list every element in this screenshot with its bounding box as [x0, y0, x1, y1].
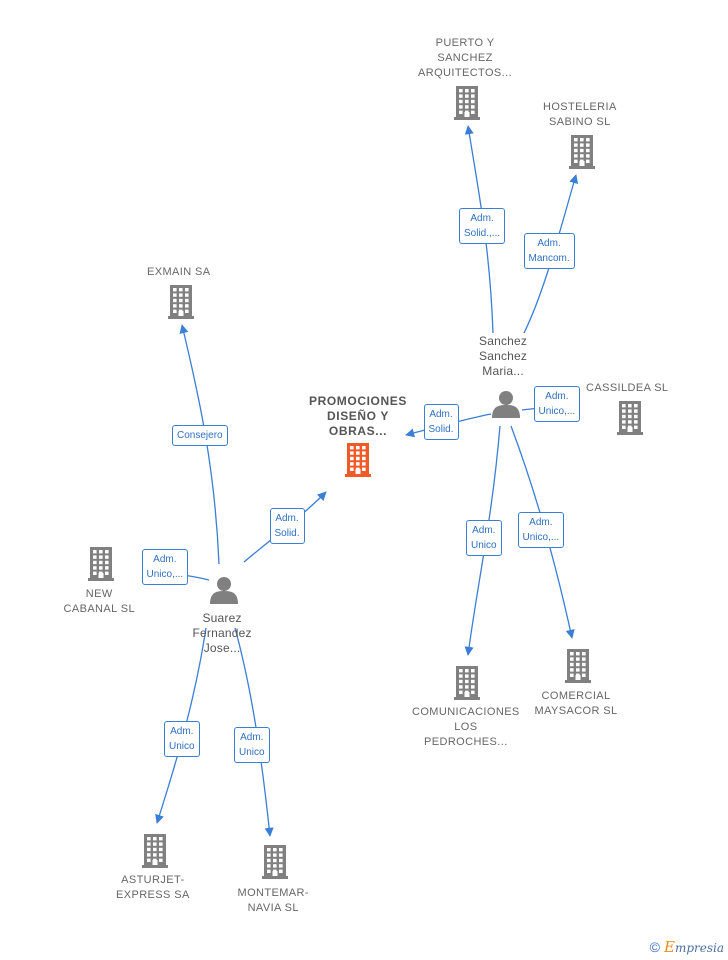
edge-label-line: Unico: [239, 747, 265, 758]
node-label-line: ARQUITECTOS...: [418, 67, 513, 79]
edge-label-sanchez-comunicaciones[interactable]: Adm. Unico: [466, 520, 502, 556]
building-icon[interactable]: [345, 443, 371, 477]
building-icon[interactable]: [454, 666, 480, 700]
person-icon[interactable]: [492, 391, 520, 418]
edge-label-line: Solid.: [274, 528, 300, 539]
edge-label-line: Adm.: [429, 409, 453, 420]
copyright-icon: ©: [649, 939, 660, 955]
edge-label-line: Unico,...: [522, 532, 560, 543]
edge-label-line: Consejero: [177, 429, 223, 441]
node-label-line: EXMAIN SA: [147, 266, 211, 278]
node-label-line: Maria...: [482, 364, 524, 378]
edge-label-line: Adm.: [275, 513, 299, 524]
edge-label-sanchez-puerto[interactable]: Adm. Solid.,...: [459, 208, 506, 244]
node-label-line: HOSTELERIA: [543, 101, 617, 113]
building-icon[interactable]: [565, 649, 591, 683]
edge-label-line: Solid.,...: [464, 228, 501, 239]
node-label-hosteleria[interactable]: HOSTELERIA SABINO SL: [543, 100, 617, 130]
edge-label-line: Adm.: [170, 726, 194, 737]
edge-label-suarez-newcabanal[interactable]: Adm. Unico,...: [141, 549, 189, 585]
edge-label-line: Adm.: [240, 732, 264, 743]
node-label-line: COMERCIAL: [541, 690, 611, 702]
edge-label-suarez-exmain[interactable]: Consejero: [172, 424, 228, 446]
edge-label-sanchez-promociones[interactable]: Adm. Solid.: [423, 404, 459, 440]
edge-label-line: Adm.: [537, 238, 561, 249]
edge-label-line: Unico,...: [146, 569, 184, 580]
node-label-line: COMUNICACIONES: [412, 706, 520, 718]
node-label-comercial[interactable]: COMERCIAL MAYSACOR SL: [535, 689, 618, 719]
edge-label-line: Adm.: [153, 554, 177, 565]
node-label-line: OBRAS...: [328, 424, 388, 438]
brand-footer: ©Empresia: [650, 938, 724, 956]
node-label-line: SANCHEZ: [437, 52, 493, 64]
node-label-cassildea[interactable]: CASSILDEA SL: [586, 381, 668, 396]
edge-label-line: Adm.: [470, 213, 494, 224]
node-label-comunicaciones[interactable]: COMUNICACIONES LOS PEDROCHES...: [412, 705, 520, 750]
edge-label-line: Adm.: [472, 525, 496, 536]
building-icon[interactable]: [569, 135, 595, 169]
node-label-asturjet[interactable]: ASTURJET- EXPRESS SA: [116, 873, 190, 903]
node-label-newcabanal[interactable]: NEW CABANAL SL: [64, 587, 135, 617]
node-label-line: CABANAL SL: [63, 603, 135, 615]
node-label-line: PROMOCIONES: [309, 394, 407, 408]
brand-logo[interactable]: Empresia: [663, 938, 724, 956]
node-label-puerto[interactable]: PUERTO Y SANCHEZ ARQUITECTOS...: [418, 36, 512, 81]
edge-label-line: Adm.: [545, 391, 569, 402]
node-label-line: SABINO SL: [549, 116, 611, 128]
node-label-line: EXPRESS SA: [116, 889, 190, 901]
node-label-line: PEDROCHES...: [424, 736, 508, 748]
edge-label-sanchez-hosteleria[interactable]: Adm. Mancom.: [523, 233, 575, 269]
edge-label-suarez-promociones[interactable]: Adm. Solid.: [269, 508, 305, 544]
node-label-line: NEW: [85, 588, 113, 600]
edge-suarez-montemar: [234, 627, 274, 837]
node-label-montemar[interactable]: MONTEMAR- NAVIA SL: [238, 886, 309, 916]
node-label-line: PUERTO Y: [435, 37, 495, 49]
building-icon[interactable]: [88, 547, 114, 581]
edge-label-sanchez-cassildea[interactable]: Adm. Unico,...: [533, 386, 581, 422]
building-icon[interactable]: [262, 845, 288, 879]
node-label-exmain[interactable]: EXMAIN SA: [147, 265, 211, 280]
edge-label-line: Unico,...: [538, 406, 576, 417]
node-label-line: DISEÑO Y: [327, 409, 389, 423]
edge-label-line: Unico: [471, 540, 497, 551]
edge-label-suarez-asturjet[interactable]: Adm. Unico: [164, 721, 200, 757]
building-icon[interactable]: [454, 86, 480, 120]
edge-label-sanchez-comercial[interactable]: Adm. Unico,...: [517, 512, 565, 548]
node-label-line: Jose...: [203, 641, 241, 655]
edge-label-line: Mancom.: [528, 253, 570, 264]
node-label-line: CASSILDEA SL: [586, 382, 669, 394]
building-icon[interactable]: [617, 401, 643, 435]
node-label-line: ASTURJET-: [121, 874, 185, 886]
node-label-line: NAVIA SL: [247, 902, 299, 914]
edge-label-suarez-montemar[interactable]: Adm. Unico: [234, 727, 270, 763]
building-icon[interactable]: [168, 285, 194, 319]
person-icon[interactable]: [210, 577, 238, 604]
node-label-line: MAYSACOR SL: [534, 705, 618, 717]
node-label-line: LOS: [454, 721, 478, 733]
edge-label-line: Adm.: [529, 517, 553, 528]
node-label-line: Fernandez: [192, 626, 252, 640]
building-icon[interactable]: [142, 834, 168, 868]
node-label-line: Suarez: [202, 611, 242, 625]
edge-label-line: Unico: [169, 741, 195, 752]
node-label-line: MONTEMAR-: [237, 887, 309, 899]
node-label-line: Sanchez: [479, 334, 528, 348]
edge-label-line: Solid.: [428, 424, 454, 435]
node-label-line: Sanchez: [479, 349, 528, 363]
